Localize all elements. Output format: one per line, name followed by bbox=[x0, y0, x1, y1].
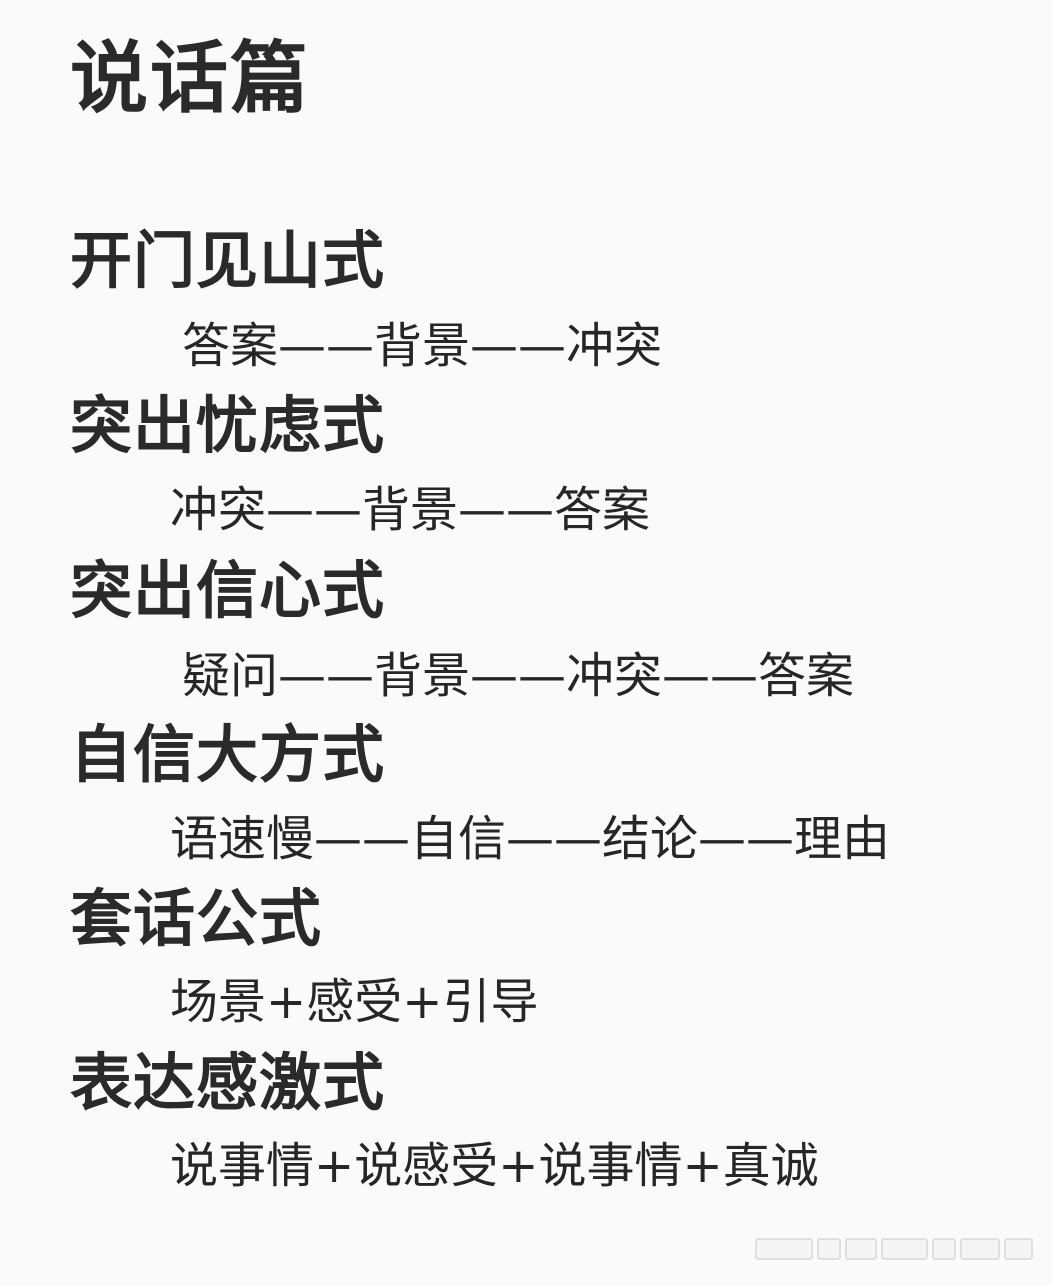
section-formula-1: 答案——背景——冲突 bbox=[182, 318, 663, 374]
watermark-block-icon bbox=[881, 1238, 929, 1260]
section-formula-6: 说事情+说感受+说事情+真诚 bbox=[170, 1138, 819, 1194]
section-heading-4: 自信大方式 bbox=[70, 718, 386, 791]
section-formula-3: 疑问——背景——冲突——答案 bbox=[182, 648, 855, 704]
watermark-block-icon bbox=[816, 1238, 841, 1260]
section-formula-5: 场景+感受+引导 bbox=[170, 974, 539, 1030]
section-formula-2: 冲突——背景——答案 bbox=[170, 482, 651, 538]
section-heading-2: 突出忧虑式 bbox=[70, 389, 386, 462]
watermark-block-icon bbox=[844, 1238, 878, 1260]
watermark-block-icon bbox=[755, 1238, 813, 1260]
watermark-block-icon bbox=[932, 1238, 957, 1260]
section-heading-6: 表达感激式 bbox=[70, 1046, 386, 1119]
watermark-block-icon bbox=[1003, 1238, 1034, 1260]
section-formula-4: 语速慢——自信——结论——理由 bbox=[170, 811, 891, 867]
section-heading-1: 开门见山式 bbox=[70, 224, 386, 297]
page-title: 说话篇 bbox=[70, 34, 311, 124]
section-heading-5: 套话公式 bbox=[70, 882, 323, 955]
section-heading-3: 突出信心式 bbox=[70, 554, 386, 627]
watermark-logo bbox=[755, 1238, 1034, 1260]
watermark-block-icon bbox=[960, 1238, 1000, 1260]
